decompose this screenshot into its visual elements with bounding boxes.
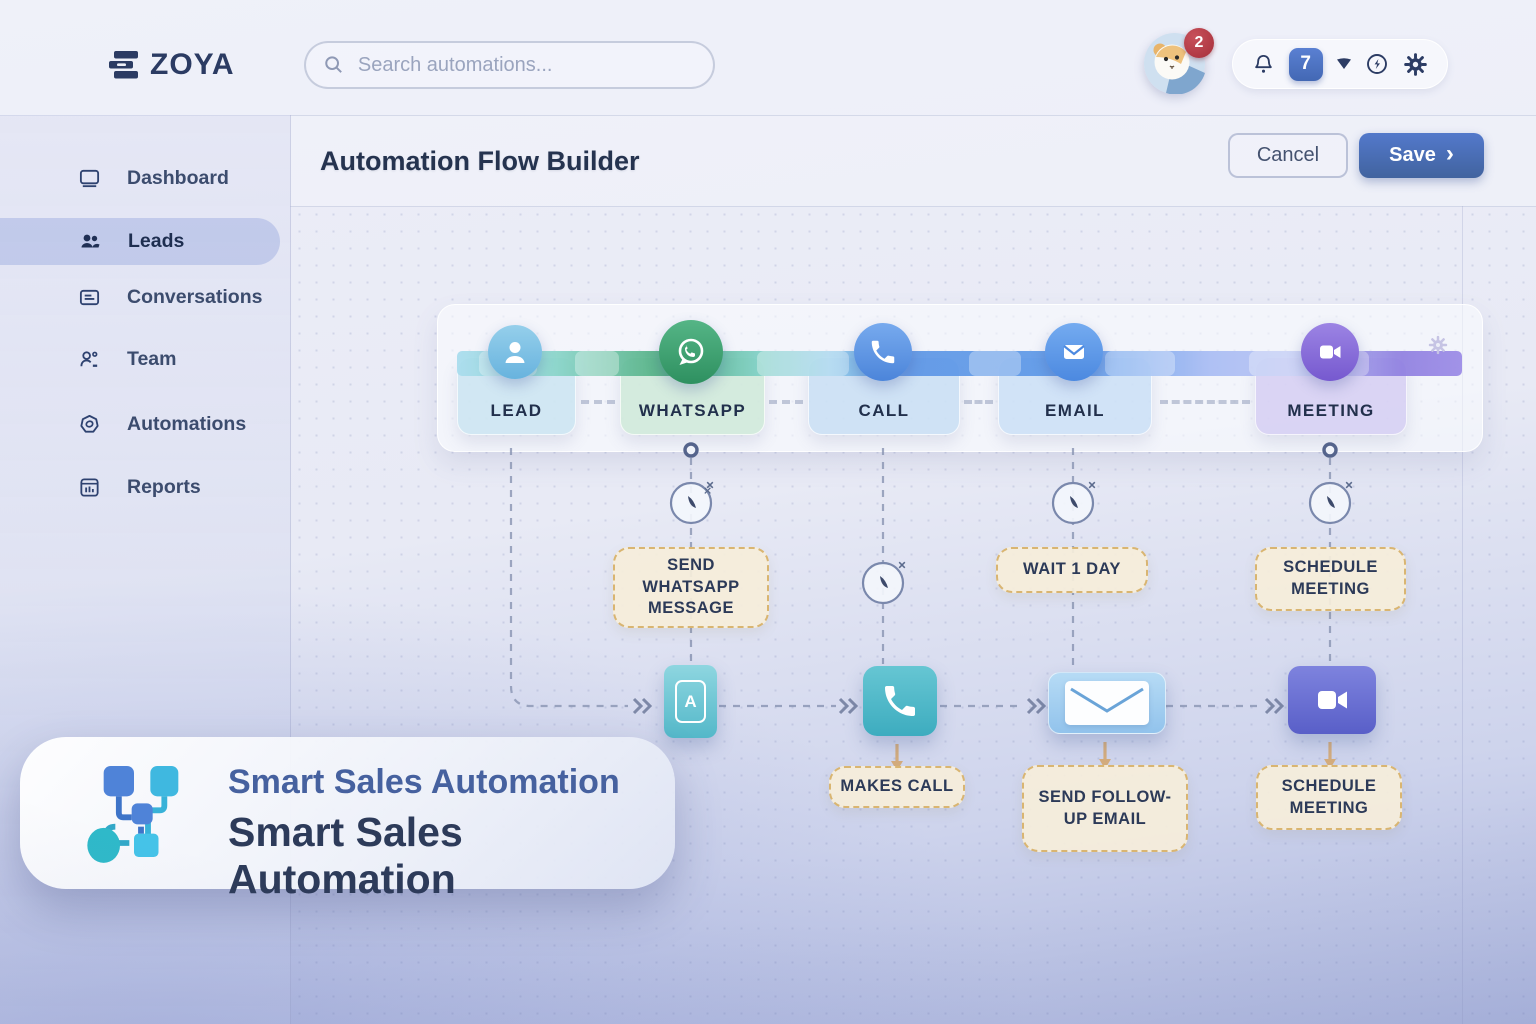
- connector-segment: [757, 351, 849, 376]
- sidebar-item-label: Leads: [128, 230, 185, 252]
- action-box-schedule-meeting-bottom[interactable]: SCHEDULE MEETING: [1256, 765, 1402, 830]
- brand-logo[interactable]: ZOYA: [108, 48, 235, 82]
- stage-gap-connector: [1160, 400, 1250, 404]
- action-label: SCHEDULE MEETING: [1283, 558, 1378, 598]
- sidebar-item-team[interactable]: Team: [0, 336, 280, 383]
- action-box-send-whatsapp-message[interactable]: SEND WHATSAPP MESSAGE: [613, 547, 769, 628]
- sidebar-item-reports[interactable]: Reports: [0, 464, 280, 511]
- connector-segment: [969, 351, 1021, 376]
- whatsapp-message-icon[interactable]: A: [664, 665, 717, 738]
- connector-segment: [575, 351, 619, 376]
- sidebar-item-automations[interactable]: Automations: [0, 401, 280, 448]
- automation-title-line2: Smart Sales Automation: [228, 809, 463, 902]
- save-chevron-icon: ›: [1445, 140, 1454, 167]
- action-label: SEND WHATSAPP MESSAGE: [642, 555, 740, 618]
- envelope-glyph: [1065, 681, 1149, 725]
- whatsapp-glyph-letter: A: [675, 680, 706, 723]
- avatar-badge-count: 2: [1194, 34, 1204, 51]
- gear-icon[interactable]: [1403, 52, 1428, 77]
- stacked-layers-icon: [109, 51, 138, 79]
- stage-label: CALL: [858, 401, 910, 420]
- save-label: Save: [1389, 144, 1436, 166]
- leads-icon: [81, 234, 100, 247]
- panel-gear-icon[interactable]: [1428, 335, 1448, 360]
- sidebar-item-label: Automations: [127, 413, 247, 435]
- mail-icon[interactable]: [1048, 672, 1166, 734]
- delay-clock-icon[interactable]: [1308, 479, 1355, 525]
- automation-title-line1: Smart Sales Automation: [228, 763, 620, 801]
- search-icon: [325, 56, 342, 73]
- action-label: WAIT 1 DAY: [1023, 560, 1121, 579]
- whatsapp-icon[interactable]: [659, 320, 723, 384]
- connector-dot: [1322, 442, 1338, 458]
- down-arrow: [891, 742, 1336, 771]
- phone-icon[interactable]: [863, 666, 937, 736]
- bell-icon[interactable]: [1252, 52, 1275, 76]
- notification-count-badge[interactable]: 7: [1288, 47, 1323, 81]
- reports-icon: [80, 478, 99, 497]
- sidebar-item-label: Conversations: [127, 286, 263, 308]
- action-box-send-follow-up-email[interactable]: SEND FOLLOW-UP EMAIL: [1022, 765, 1188, 852]
- action-box-makes-call[interactable]: MAKES CALL: [829, 766, 965, 808]
- search-input[interactable]: [355, 52, 695, 78]
- stage-label: MEETING: [1287, 401, 1375, 420]
- action-box-wait-1-day[interactable]: WAIT 1 DAY: [996, 547, 1148, 593]
- dashboard-icon: [79, 169, 100, 188]
- flow-arrow-chevrons: [632, 697, 1285, 715]
- mail-icon[interactable]: [1045, 323, 1103, 381]
- page-title: Automation Flow Builder: [320, 146, 640, 176]
- save-button[interactable]: Save ›: [1359, 133, 1484, 178]
- avatar-notification-badge: 2: [1184, 28, 1214, 58]
- delay-clock-icon[interactable]: [669, 479, 716, 525]
- stage-gap-connector: [964, 400, 993, 404]
- stage-label: LEAD: [490, 401, 543, 420]
- stage-gap-connector: [769, 400, 803, 404]
- delay-clock-icon[interactable]: [861, 559, 908, 605]
- caret-down-icon[interactable]: [1336, 58, 1352, 70]
- automation-title-card: Smart Sales Automation Smart Sales Autom…: [20, 737, 675, 902]
- sidebar-item-conversations[interactable]: Conversations: [0, 274, 280, 321]
- conversations-icon: [79, 289, 100, 306]
- team-icon: [80, 351, 98, 367]
- sidebar-item-leads[interactable]: Leads: [0, 218, 280, 265]
- connector-segment: [1105, 351, 1175, 376]
- user-icon[interactable]: [488, 325, 542, 379]
- action-box-schedule-meeting[interactable]: SCHEDULE MEETING: [1255, 547, 1406, 611]
- canvas-right-divider: [1462, 206, 1463, 1024]
- cancel-button[interactable]: Cancel: [1228, 133, 1348, 178]
- video-icon[interactable]: [1288, 666, 1376, 734]
- history-icon[interactable]: [1365, 52, 1389, 76]
- action-label: MAKES CALL: [840, 777, 954, 796]
- video-icon[interactable]: [1301, 323, 1359, 381]
- delay-clock-icon[interactable]: [1051, 479, 1098, 525]
- connector-dot: [683, 442, 699, 458]
- stage-label: EMAIL: [1045, 401, 1105, 420]
- action-label: SCHEDULE MEETING: [1281, 776, 1377, 817]
- topbar-actions: 7: [1232, 39, 1448, 89]
- notification-count: 7: [1300, 53, 1311, 74]
- sidebar-item-label: Dashboard: [127, 167, 229, 189]
- sidebar-item-label: Team: [127, 348, 177, 370]
- stage-label: WHATSAPP: [638, 401, 747, 420]
- sidebar-item-dashboard[interactable]: Dashboard: [0, 155, 280, 202]
- phone-icon[interactable]: [854, 323, 912, 381]
- automations-icon: [80, 414, 99, 433]
- action-label: SEND FOLLOW-UP EMAIL: [1038, 787, 1172, 828]
- flowchart-icon: [87, 766, 179, 863]
- search-bar[interactable]: [304, 41, 715, 89]
- cancel-label: Cancel: [1256, 144, 1320, 166]
- brand-name: ZOYA: [150, 48, 235, 81]
- sidebar-item-label: Reports: [127, 476, 201, 498]
- stage-gap-connector: [581, 400, 615, 404]
